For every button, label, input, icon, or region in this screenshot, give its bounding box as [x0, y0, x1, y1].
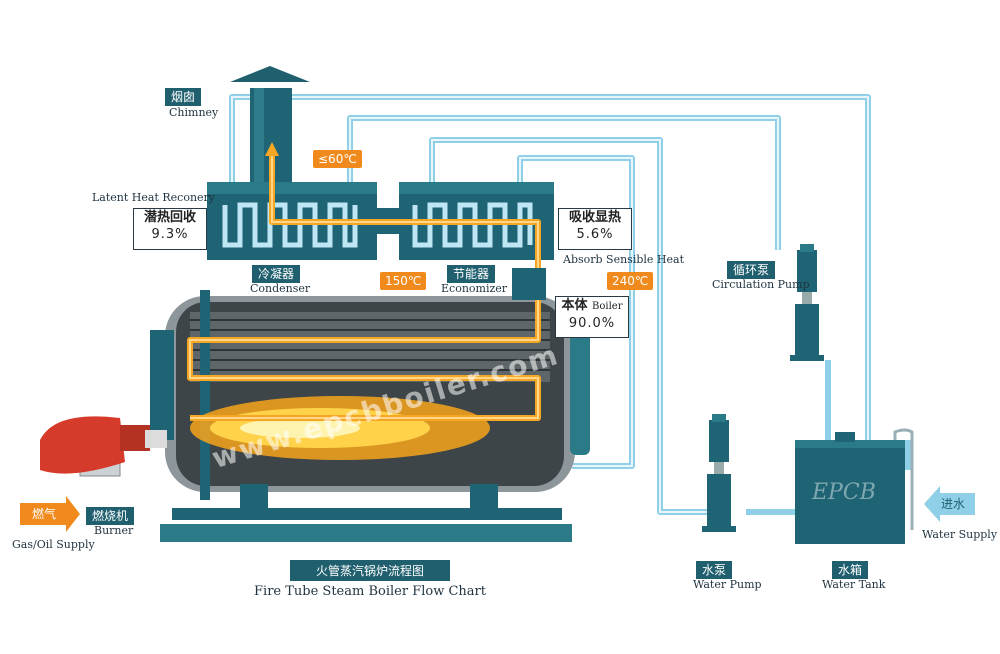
water-pump-en-label: Water Pump: [693, 578, 762, 591]
chimney-cap: [230, 66, 310, 82]
boiler-en: Boiler: [592, 301, 623, 312]
tank-logo: EPCB: [812, 480, 876, 505]
water-in-arrow: [924, 486, 975, 522]
burner-unit: [40, 416, 167, 477]
gas-in-label: 燃气: [32, 507, 57, 521]
latent-heat-pct: 9.3%: [151, 227, 189, 242]
gas-supply-label: Gas/Oil Supply: [12, 538, 95, 551]
temp-240-badge: 240℃: [607, 272, 654, 290]
burner-cn-label: 燃烧机: [86, 507, 135, 525]
chart-title-en: Fire Tube Steam Boiler Flow Chart: [254, 584, 486, 599]
condenser-cn-label: 冷凝器: [252, 265, 301, 283]
chart-title-cn: 火管蒸汽锅炉流程图: [290, 560, 450, 581]
temp-60-badge: ≤60℃: [313, 150, 362, 168]
latent-heat-cn: 潜热回收: [143, 210, 196, 225]
boiler-pct: 90.0%: [568, 316, 616, 331]
water-tank-shape: [795, 428, 914, 544]
boiler-base: [160, 484, 572, 542]
condenser-en-label: Condenser: [250, 282, 311, 295]
temp-150-badge: 150℃: [380, 272, 427, 290]
circulation-pump-en-label: Circulation Pump: [712, 278, 810, 291]
economizer-cn-label: 节能器: [447, 265, 496, 283]
gas-in-arrow: [20, 496, 80, 532]
economizer-en-label: Economizer: [441, 282, 508, 295]
latent-heat-box: 潜热回收 9.3%: [133, 208, 207, 250]
water-pump-cn-label: 水泵: [696, 561, 733, 579]
absorb-heat-pct: 5.6%: [576, 227, 614, 242]
burner-en-label: Burner: [94, 524, 134, 537]
absorb-heat-box: 吸收显热 5.6%: [558, 208, 632, 250]
boiler-box: 本体 Boiler 90.0%: [555, 296, 629, 338]
chimney-cn-label: 烟囱: [165, 88, 202, 106]
absorb-heat-cn: 吸收显热: [568, 210, 621, 225]
latent-heat-label: Latent Heat Reconery: [92, 191, 216, 204]
water-tank-cn-label: 水箱: [832, 561, 869, 579]
chimney-en-label: Chimney: [169, 106, 219, 119]
circulation-pump: [790, 244, 824, 361]
absorb-heat-en: Absorb Sensible Heat: [563, 253, 684, 266]
water-pump: [702, 414, 736, 532]
circulation-pump-cn-label: 循环泵: [727, 261, 776, 279]
water-in-label: 进水: [941, 497, 966, 511]
water-tank-en-label: Water Tank: [822, 578, 886, 591]
water-pipe-core: [231, 96, 869, 513]
boiler-cn: 本体: [561, 298, 588, 313]
steam-outlet: [512, 268, 546, 300]
flue-arrow-up: [265, 142, 279, 156]
water-supply-label: Water Supply: [922, 528, 998, 541]
